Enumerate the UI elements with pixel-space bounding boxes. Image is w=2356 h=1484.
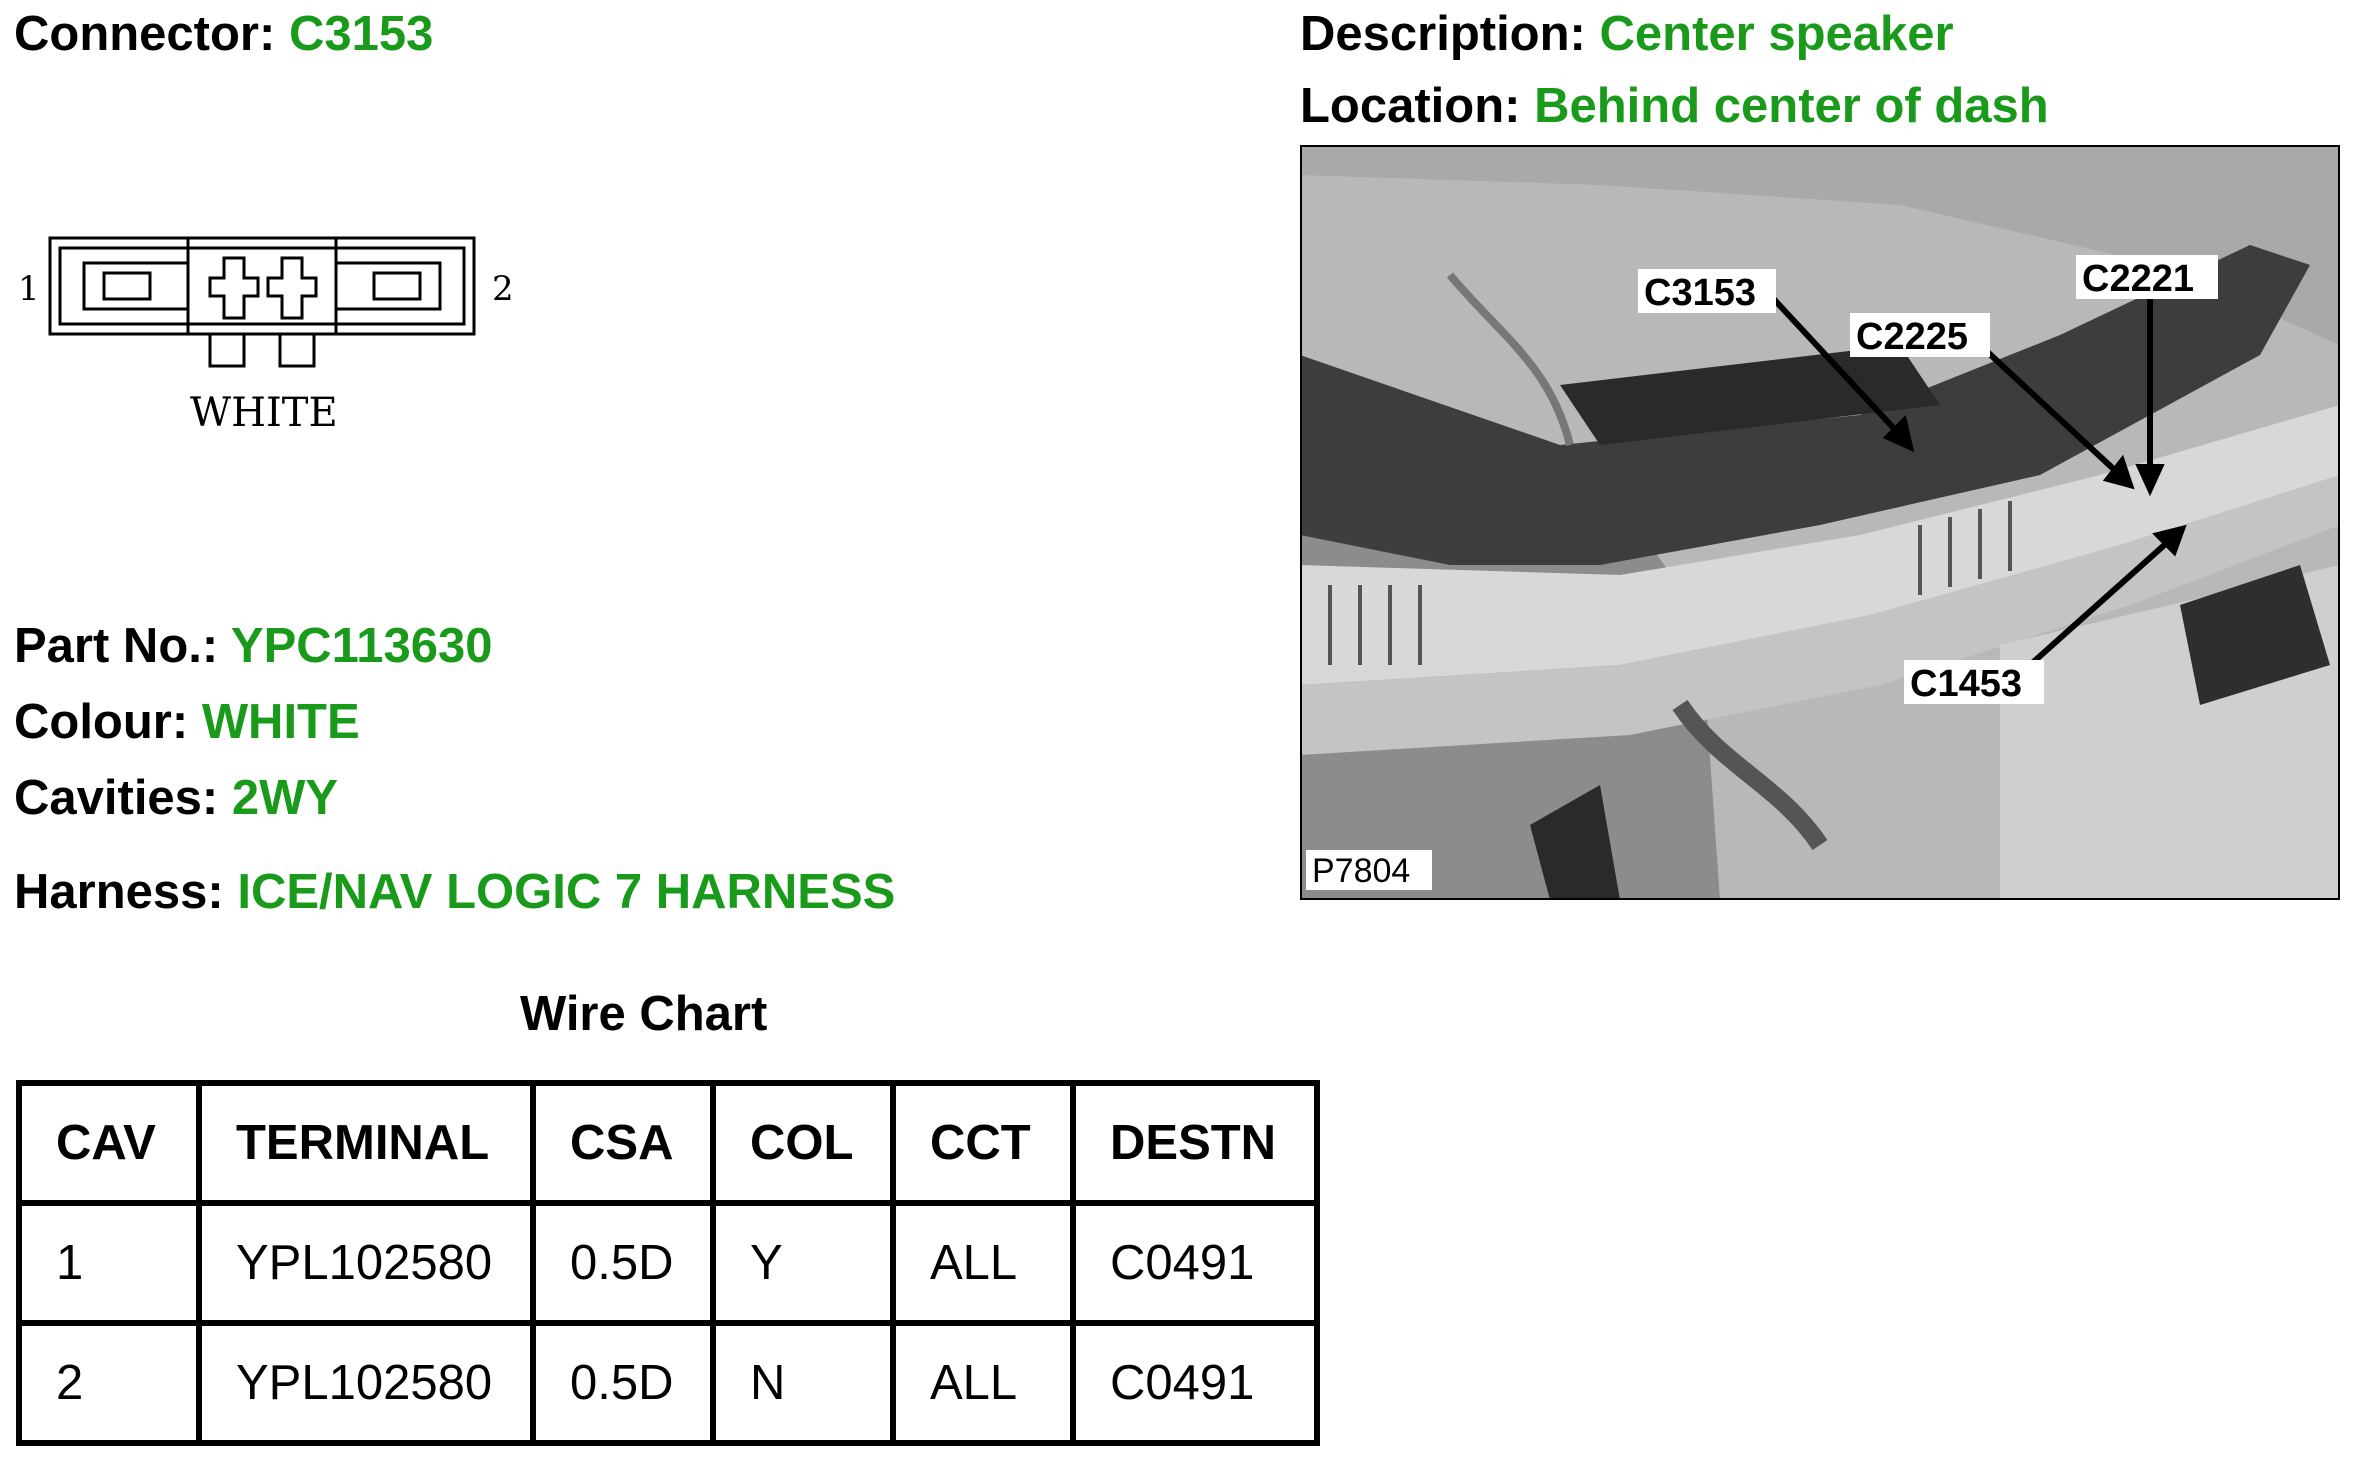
colour-label: Colour: <box>14 695 189 749</box>
table-cell: ALL <box>890 1200 1076 1326</box>
description-field: Description: Center speaker <box>1300 10 1954 59</box>
table-cell: 2 <box>16 1320 202 1446</box>
table-cell: Y <box>710 1200 896 1326</box>
cavities-label: Cavities: <box>14 771 219 825</box>
callout-c1453: C1453 <box>1904 660 2044 705</box>
connector-face-diagram: 1 2 WHITE <box>18 236 514 436</box>
callout-c2221: C2221 <box>2076 255 2218 300</box>
callout-c3153: C3153 <box>1638 269 1776 314</box>
callout-c2225: C2225 <box>1850 313 1990 358</box>
location-value: Behind center of dash <box>1534 79 2049 133</box>
column-header: COL <box>710 1080 896 1206</box>
callout-label: C3153 <box>1644 272 1756 314</box>
table-cell: 1 <box>16 1200 202 1326</box>
location-label: Location: <box>1300 79 1521 133</box>
part-no-field: Part No.: YPC113630 <box>14 622 492 671</box>
wire-chart-table: CAV TERMINAL CSA COL CCT DESTN 1 YPL1025… <box>16 1080 1320 1446</box>
connector-color-label: WHITE <box>190 390 338 436</box>
table-cell: 0.5D <box>530 1200 716 1326</box>
cavities-value: 2WY <box>231 771 339 825</box>
table-cell: YPL102580 <box>196 1320 536 1446</box>
colour-field: Colour: WHITE <box>14 698 360 747</box>
table-row: 2 YPL102580 0.5D N ALL C0491 <box>16 1320 1320 1446</box>
column-header: DESTN <box>1070 1080 1320 1206</box>
harness-value: ICE/NAV LOGIC 7 HARNESS <box>237 865 896 919</box>
part-no-label: Part No.: <box>14 619 219 673</box>
harness-field: Harness: ICE/NAV LOGIC 7 HARNESS <box>14 868 895 917</box>
column-header: TERMINAL <box>196 1080 536 1206</box>
table-cell: YPL102580 <box>196 1200 536 1326</box>
table-cell: C0491 <box>1070 1320 1320 1446</box>
pin-2-label: 2 <box>492 269 514 309</box>
table-row: 1 YPL102580 0.5D Y ALL C0491 <box>16 1200 1320 1326</box>
connector-field: Connector: C3153 <box>14 10 433 59</box>
connector-label: Connector: <box>14 7 276 61</box>
table-cell: N <box>710 1320 896 1446</box>
table-header-row: CAV TERMINAL CSA COL CCT DESTN <box>16 1080 1320 1206</box>
pin-1-label: 1 <box>18 269 40 309</box>
callout-label: C2225 <box>1856 316 1968 358</box>
table-cell: ALL <box>890 1320 1076 1446</box>
description-value: Center speaker <box>1599 7 1954 61</box>
location-field: Location: Behind center of dash <box>1300 82 2049 131</box>
callout-label: C2221 <box>2082 258 2194 300</box>
column-header: CCT <box>890 1080 1076 1206</box>
description-label: Description: <box>1300 7 1586 61</box>
part-no-value: YPC113630 <box>230 619 493 673</box>
table-cell: 0.5D <box>530 1320 716 1446</box>
colour-value: WHITE <box>201 695 360 749</box>
figure-id: P7804 <box>1312 852 1410 890</box>
location-image: C3153 C2225 C2221 C1453 P7804 <box>1300 145 2340 900</box>
wire-chart-title: Wire Chart <box>520 987 768 1041</box>
table-cell: C0491 <box>1070 1200 1320 1326</box>
harness-label: Harness: <box>14 865 224 919</box>
column-header: CSA <box>530 1080 716 1206</box>
column-header: CAV <box>16 1080 202 1206</box>
callout-label: C1453 <box>1910 663 2022 705</box>
connector-value: C3153 <box>288 7 434 61</box>
cavities-field: Cavities: 2WY <box>14 774 338 823</box>
